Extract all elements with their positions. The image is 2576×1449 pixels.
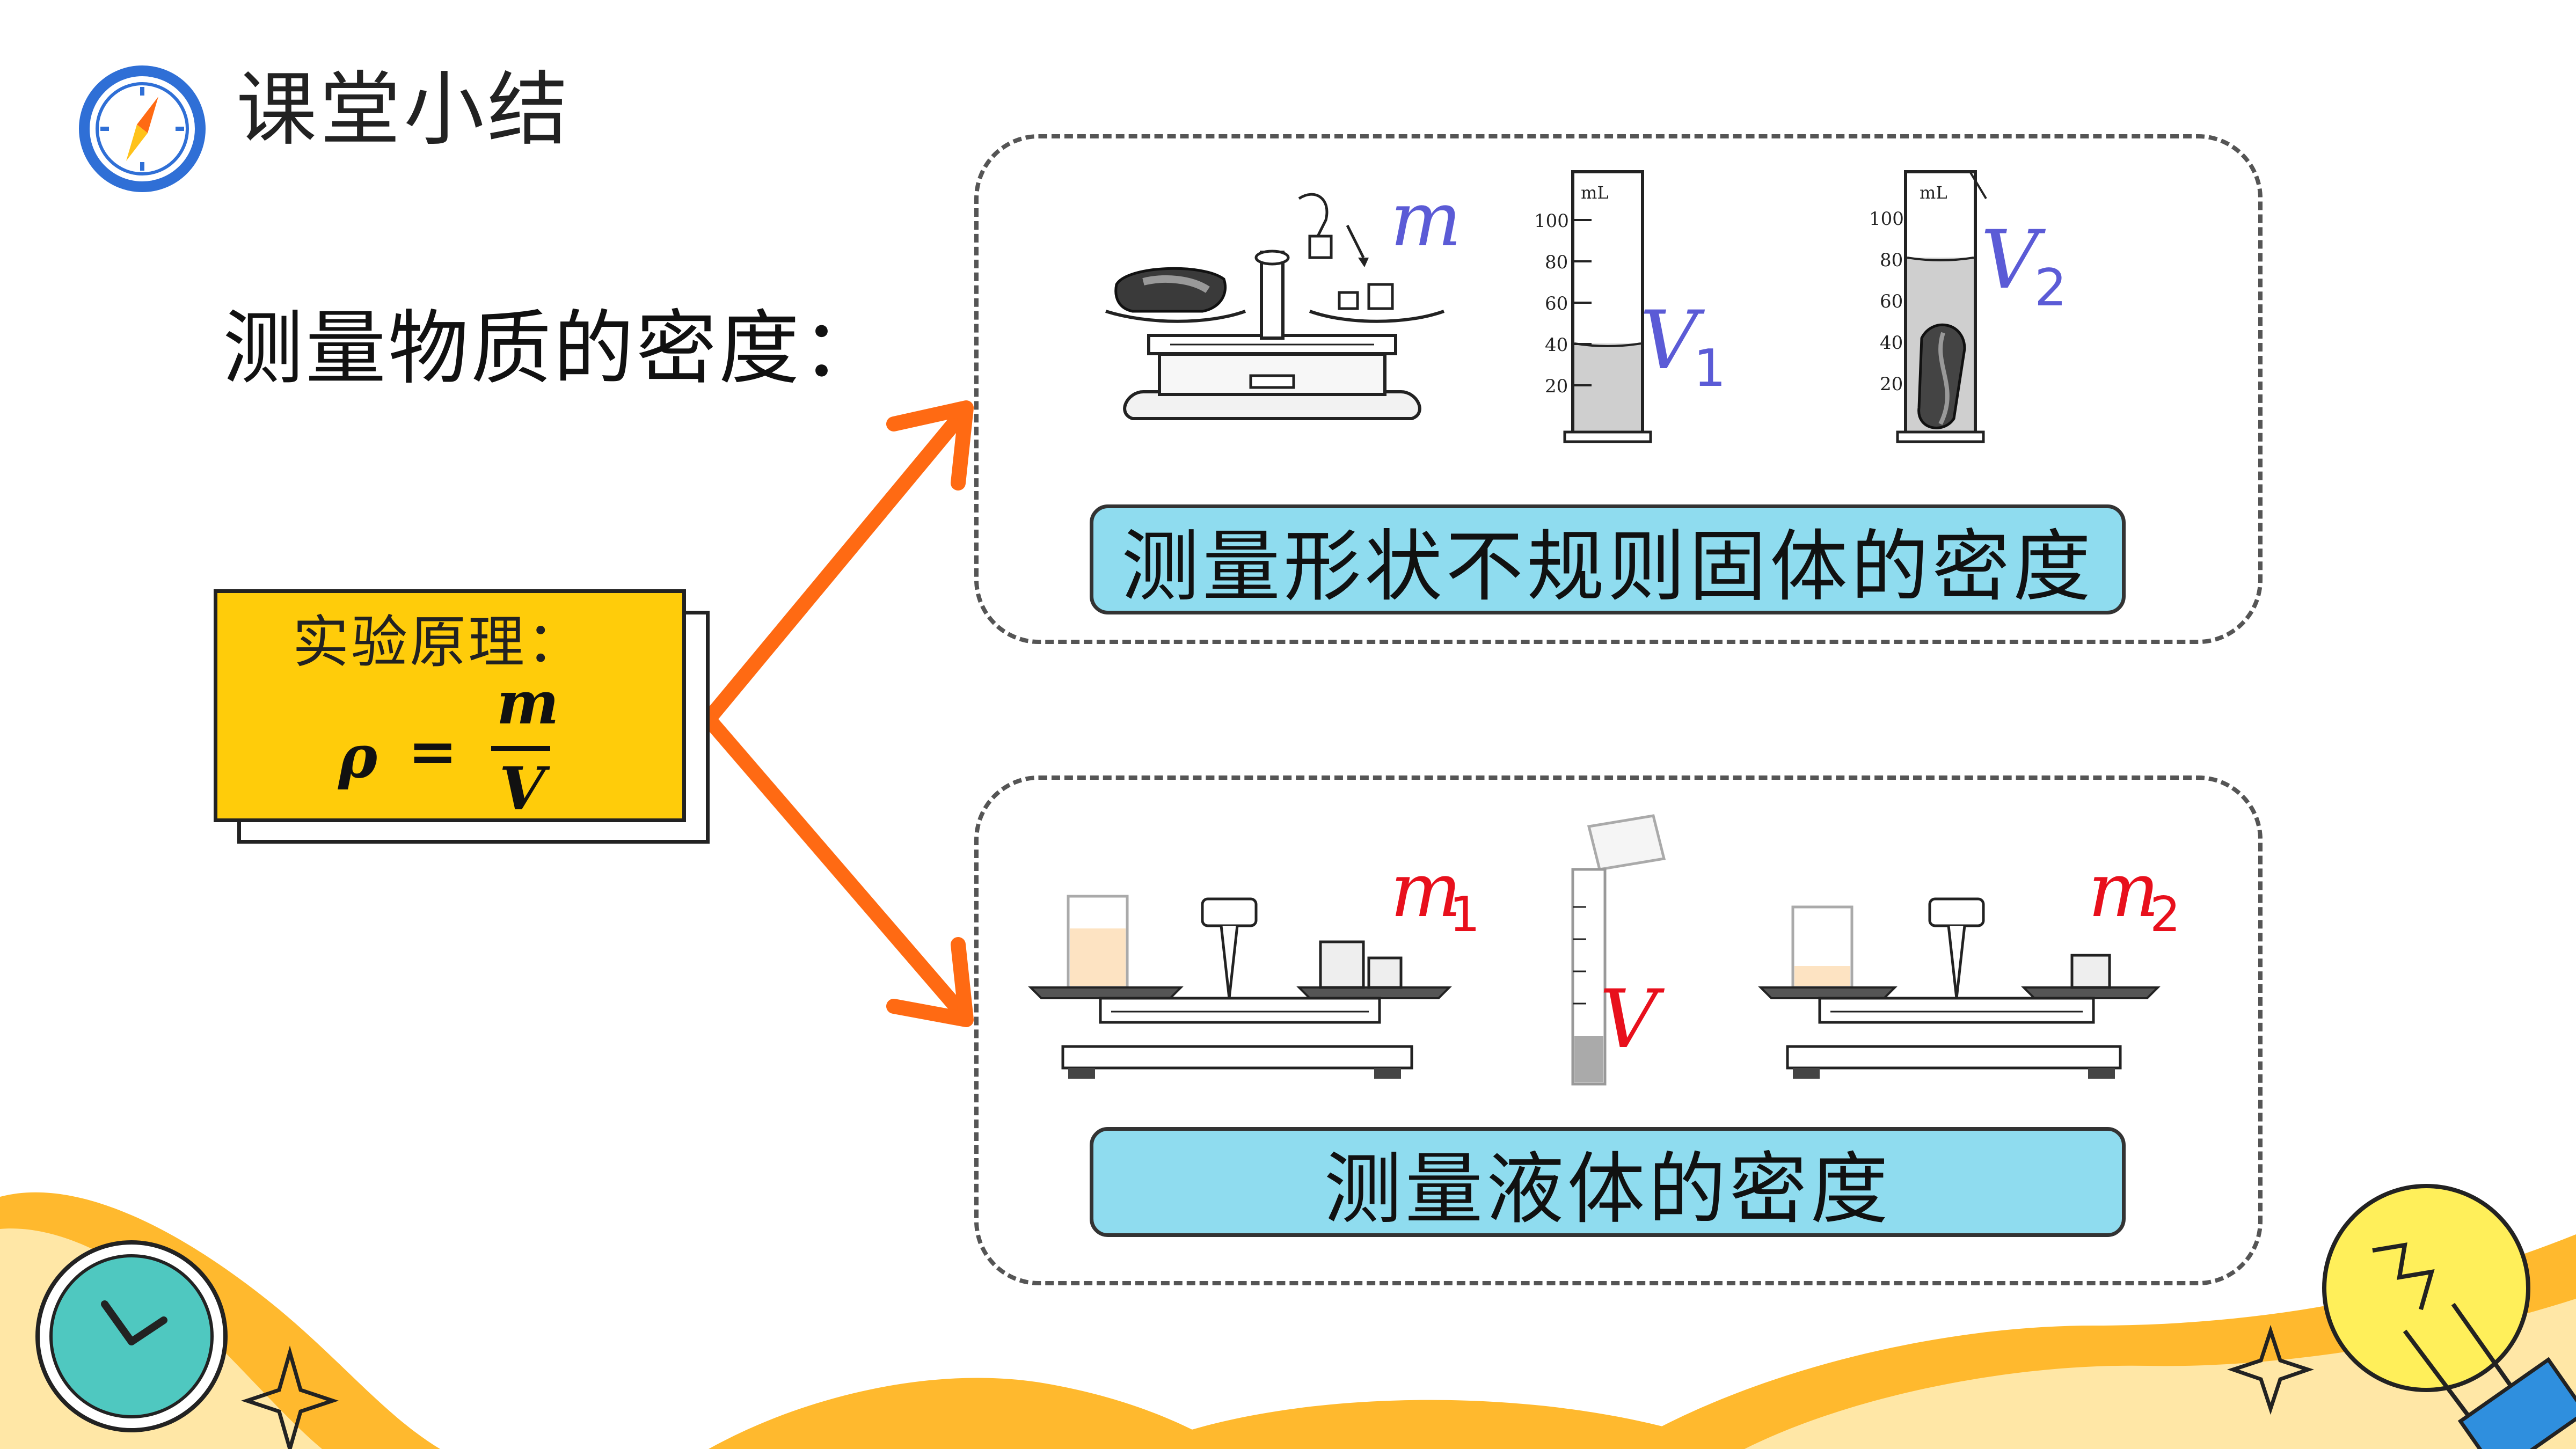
tick-label: 40	[1545, 334, 1568, 356]
volume-v-symbol: V	[1600, 973, 1658, 1066]
mass-m2-symbol: m	[2088, 847, 2159, 934]
section-subtitle: 测量物质的密度：	[223, 302, 885, 396]
liquid-density-panel	[974, 775, 2263, 1285]
solid-density-panel	[974, 134, 2263, 644]
clock-icon	[35, 1240, 228, 1432]
tick-label: 80	[1880, 250, 1903, 271]
balance-with-beaker-1	[1028, 895, 1452, 1079]
cylinder-unit: mL	[1581, 182, 1609, 203]
bottom-wave	[1138, 1400, 1734, 1449]
arrow-up	[701, 411, 966, 727]
sparkle-icon	[240, 1345, 339, 1449]
bottom-wave	[1745, 1299, 2576, 1449]
principle-label: 实验原理：	[293, 610, 586, 675]
arrow-down-head	[886, 937, 974, 1027]
sparkle-icon	[2227, 1324, 2314, 1415]
mass-m1-symbol: m	[1390, 847, 1462, 934]
arrow-down	[701, 712, 966, 1016]
formula-equals: =	[408, 716, 458, 786]
mass-symbol: m	[1390, 176, 1462, 264]
volume-v2-symbol: V	[1981, 214, 2039, 307]
tick-label: 100	[1869, 208, 1904, 230]
page-title: 课堂小结	[236, 63, 572, 157]
tick-label: 20	[1545, 376, 1568, 397]
mass-m1-subscript: 1	[1449, 887, 1480, 943]
balance-scale-image	[1105, 193, 1445, 420]
compass-icon	[79, 65, 206, 192]
formula-rho: ρ	[338, 722, 378, 791]
arrow-up-head	[886, 400, 974, 491]
tick-label: 80	[1545, 252, 1568, 273]
mass-m2-subscript: 2	[2150, 887, 2181, 943]
principle-box: 实验原理： ρ = m V	[214, 589, 686, 823]
lightbulb-icon	[2322, 1184, 2576, 1449]
volume-v1-symbol: V	[1640, 294, 1698, 387]
tick-label: 40	[1880, 332, 1903, 354]
graduated-cylinder-v1	[1563, 170, 1652, 443]
pouring-cylinder	[1571, 814, 1666, 1086]
formula-denominator: V	[499, 754, 545, 823]
solid-density-label: 测量形状不规则固体的密度	[1090, 504, 2126, 614]
volume-v1-subscript: 1	[1694, 339, 1726, 398]
tick-label: 60	[1880, 291, 1903, 312]
formula-numerator: m	[497, 668, 559, 737]
balance-with-beaker-2	[1758, 897, 2161, 1079]
fraction-bar	[491, 746, 550, 751]
liquid-density-label: 测量液体的密度	[1090, 1127, 2126, 1237]
cylinder-unit: mL	[1920, 182, 1947, 203]
volume-v2-subscript: 2	[2034, 259, 2067, 318]
tick-label: 60	[1545, 293, 1568, 314]
tick-label: 20	[1880, 374, 1903, 395]
tick-label: 100	[1534, 210, 1569, 232]
branch-arrows	[701, 400, 974, 1027]
bottom-wave	[709, 1378, 1229, 1449]
graduated-cylinder-v2	[1896, 170, 1987, 443]
